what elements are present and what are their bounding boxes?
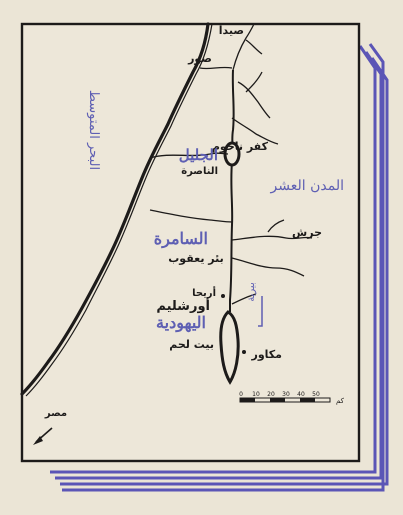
label-mediterranean: البحر المتوسط: [86, 90, 101, 170]
label-perea: بيرية: [246, 282, 257, 301]
perea-bracket: [258, 296, 263, 327]
label-samaria: السامرة: [154, 229, 208, 249]
label-nazareth: الناصرة: [181, 166, 218, 177]
label-jerusalem: أورشليم: [156, 297, 210, 314]
rivers: [149, 23, 313, 305]
map-panel: [20, 22, 361, 463]
label-bethlehem: بيت لحم: [169, 338, 214, 351]
label-galilee: الجليل: [179, 146, 218, 164]
coastline: [20, 22, 210, 396]
label-jacobs-well: بئر يعقوب: [168, 252, 224, 265]
label-judea: اليهودية: [156, 313, 206, 333]
label-tyre: صور: [187, 52, 212, 65]
dead-sea: [219, 310, 240, 385]
scale-bar: 0 10 20 30 40 50 كم: [239, 391, 345, 405]
machaerus-marker: [242, 350, 246, 354]
jericho-marker: [221, 294, 225, 298]
label-machaerus: مكاور: [250, 348, 282, 361]
scale-unit: كم: [336, 397, 345, 405]
scale-tick-50: 50: [312, 391, 320, 398]
label-decapolis: المدن العشر: [270, 178, 344, 194]
label-sidon: صيدا: [219, 24, 244, 37]
label-jerash: جرش: [292, 226, 322, 239]
scale-tick-40: 40: [297, 391, 305, 398]
stacked-frames: [50, 43, 389, 492]
scale-tick-0: 0: [239, 391, 243, 398]
arrow-to-egypt-icon: [33, 427, 53, 445]
scale-tick-30: 30: [282, 391, 290, 398]
label-jericho: أريحا: [192, 286, 216, 299]
scale-tick-20: 20: [267, 391, 275, 398]
label-kafr-nahum: كفر ناحوم: [212, 140, 269, 153]
label-egypt: مصر: [44, 408, 67, 419]
scale-tick-10: 10: [252, 391, 260, 398]
